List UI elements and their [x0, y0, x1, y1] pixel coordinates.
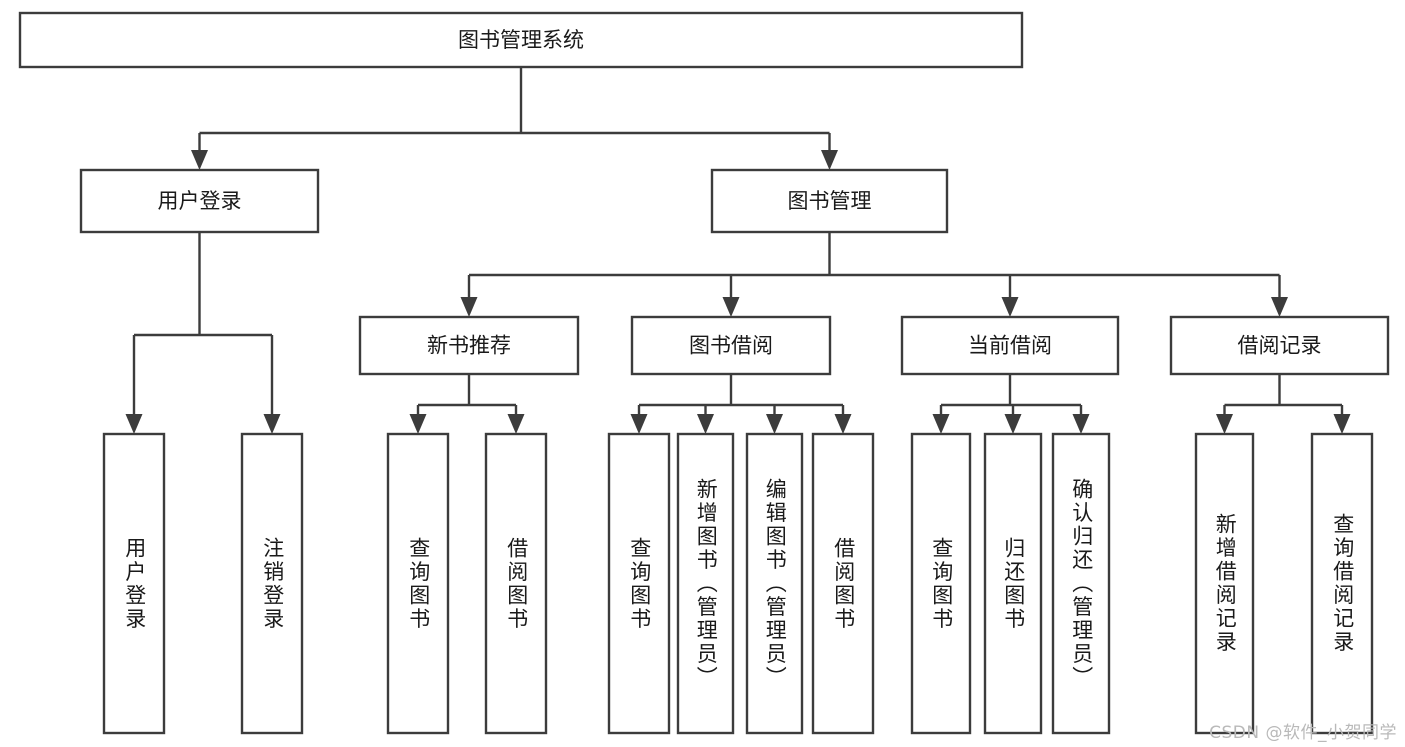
arrow-head-icon [834, 414, 852, 434]
node-box-leaf3[interactable] [386, 432, 450, 735]
arrow-head-icon [263, 414, 281, 434]
arrow-head-icon [1072, 414, 1090, 434]
node-box-login[interactable] [79, 168, 320, 234]
node-box-borrow[interactable] [630, 315, 832, 376]
arrow-head-icon [722, 297, 740, 317]
node-box-root[interactable] [18, 11, 1024, 69]
arrow-head-icon [766, 414, 783, 434]
watermark-text: CSDN @软件_小贺同学 [1209, 723, 1397, 743]
arrow-head-icon [191, 150, 208, 170]
node-box-current[interactable] [900, 315, 1120, 376]
arrow-head-icon [1001, 297, 1019, 317]
node-box-bookmgr[interactable] [710, 168, 949, 234]
arrow-head-icon [507, 414, 525, 434]
node-box-record[interactable] [1169, 315, 1390, 376]
arrow-head-icon [1216, 414, 1233, 434]
node-box-leaf11[interactable] [1051, 432, 1111, 735]
node-box-leaf12[interactable] [1194, 432, 1255, 735]
node-label-bookmgr: 图书管理 [788, 189, 872, 213]
node-box-leaf4[interactable] [484, 432, 548, 735]
node-box-leaf6[interactable] [676, 432, 735, 735]
arrow-head-icon [1271, 297, 1288, 317]
node-box-leaf1[interactable] [102, 432, 166, 735]
node-label-login: 用户登录 [158, 189, 242, 213]
arrow-head-icon [697, 414, 714, 434]
node-label-newbook: 新书推荐 [427, 334, 511, 358]
node-box-layer [18, 11, 1390, 735]
node-box-leaf7[interactable] [745, 432, 804, 735]
arrow-head-icon [630, 414, 648, 434]
node-box-newbook[interactable] [358, 315, 580, 376]
arrow-head-icon [1333, 414, 1351, 434]
arrow-head-icon [460, 297, 478, 317]
arrow-head-icon [125, 414, 143, 434]
arrow-head-icon [932, 414, 950, 434]
node-box-leaf9[interactable] [910, 432, 972, 735]
arrow-head-icon [821, 150, 838, 170]
node-box-leaf8[interactable] [811, 432, 875, 735]
node-label-borrow: 图书借阅 [689, 334, 773, 358]
node-label-current: 当前借阅 [968, 334, 1052, 358]
node-label-record: 借阅记录 [1238, 334, 1322, 358]
node-label-root: 图书管理系统 [458, 28, 584, 52]
connector-layer [125, 67, 1351, 434]
node-box-leaf10[interactable] [983, 432, 1043, 735]
arrow-head-icon [409, 414, 427, 434]
node-box-leaf2[interactable] [240, 432, 304, 735]
node-box-leaf5[interactable] [607, 432, 671, 735]
arrow-head-icon [1004, 414, 1022, 434]
node-box-leaf13[interactable] [1310, 432, 1374, 735]
